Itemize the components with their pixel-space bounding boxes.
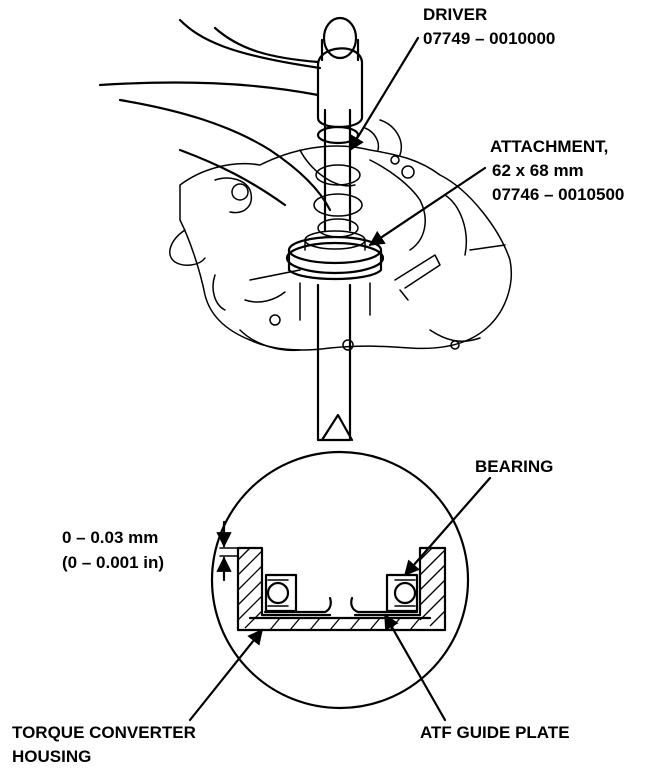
driver-label: DRIVER — [423, 5, 487, 24]
leader-arrows — [188, 36, 492, 722]
detail-callout-leader — [316, 283, 354, 442]
attachment-part-number: 07746 – 0010500 — [492, 185, 624, 204]
clearance-mm-label: 0 – 0.03 mm — [62, 528, 158, 547]
bearing-label: BEARING — [475, 457, 553, 476]
clearance-in-label: (0 – 0.001 in) — [62, 553, 164, 572]
driver-tool — [98, 16, 364, 238]
attachment-label: ATTACHMENT, — [490, 137, 608, 156]
attachment-tool — [285, 230, 385, 346]
transmission-housing-outline — [169, 119, 512, 352]
attachment-size: 62 x 68 mm — [492, 161, 584, 180]
housing-label-line1: TORQUE CONVERTER — [12, 723, 196, 742]
detail-circle — [210, 450, 470, 710]
atf-guide-plate-label: ATF GUIDE PLATE — [420, 723, 570, 742]
driver-part-number: 07749 – 0010000 — [423, 29, 555, 48]
housing-label-line2: HOUSING — [12, 747, 91, 766]
detail-section — [216, 520, 447, 632]
